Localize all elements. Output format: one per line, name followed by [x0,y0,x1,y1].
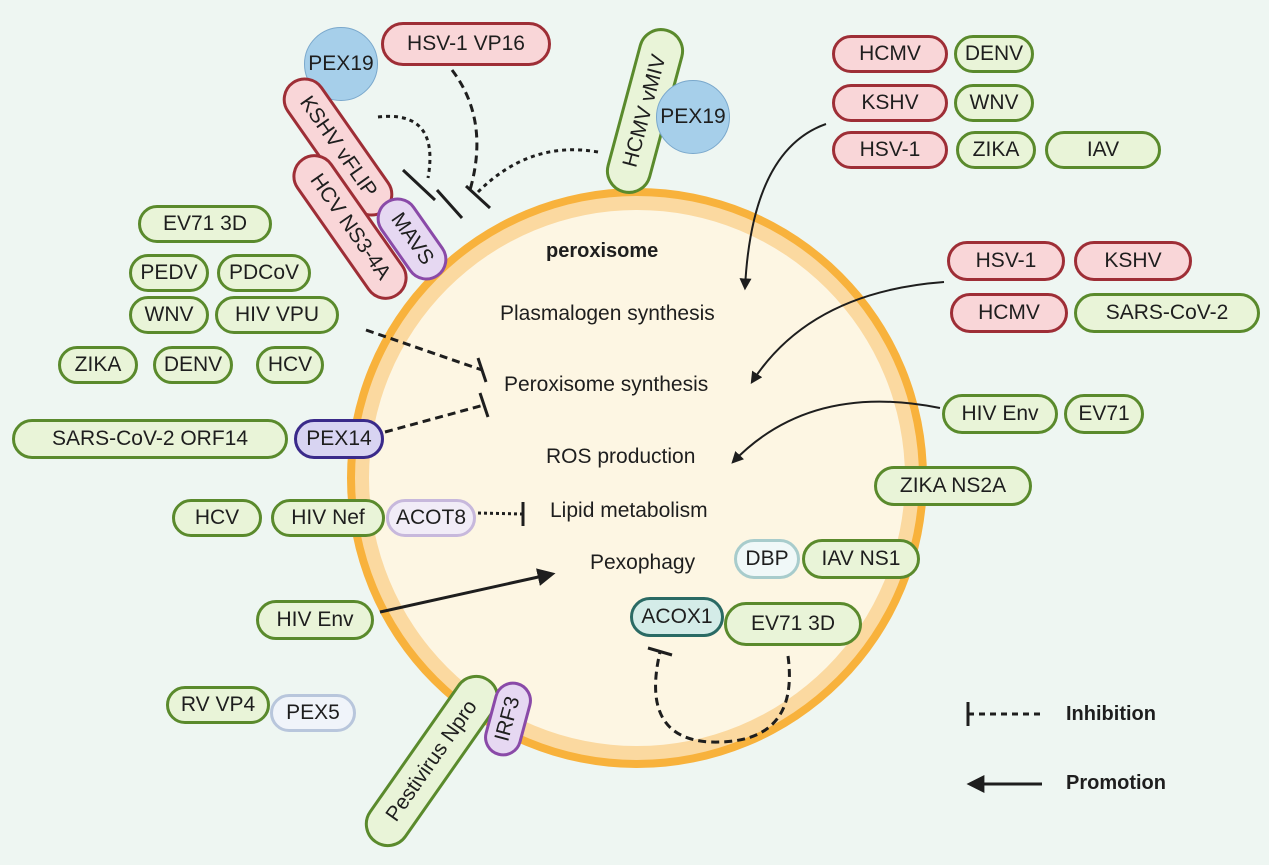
sars-orf14-pill: SARS-CoV-2 ORF14 [12,419,288,459]
process-lipid: Lipid metabolism [550,499,708,522]
hcv-pill: HCV [172,499,262,537]
inhibition-bar [476,357,488,383]
acot8-pill: ACOT8 [386,499,476,537]
inhibition-line-pex19-kshv [377,114,432,179]
promotion-arrow-ros [731,400,941,464]
virus-iav: IAV [1045,131,1161,169]
virus-pdcov: PDCoV [217,254,311,292]
inhibition-line-acot8 [477,511,523,516]
dbp-pill: DBP [734,539,800,579]
process-pexophagy: Pexophagy [590,551,696,574]
inhibition-bar [435,189,464,219]
organelle-title: peroxisome [546,240,659,262]
virus-hsv1: HSV-1 [832,131,948,169]
inhibition-bar [464,184,492,210]
virus-zika-left: ZIKA [58,346,138,384]
inhibition-line-vp16 [450,69,479,191]
virus-hcv-left: HCV [256,346,324,384]
virus-wnv-left: WNV [129,296,209,334]
virus-wnv: WNV [954,84,1034,122]
inhibition-line-ev71-acox1 [654,651,791,744]
rv-vp4-pill: RV VP4 [166,686,270,724]
promotion-arrow-pexophagy [379,568,556,614]
hiv-env-left-pill: HIV Env [256,600,374,640]
virus-ev71-ros: EV71 [1064,394,1144,434]
virus-denv: DENV [954,35,1034,73]
ev71-3d-right-pill: EV71 3D [724,602,862,646]
hsv1-vp16-pill: HSV-1 VP16 [381,22,551,66]
process-ros: ROS production [546,445,696,468]
virus-zika: ZIKA [956,131,1036,169]
virus-sars-cov-2: SARS-CoV-2 [1074,293,1260,333]
virus-kshv-synth: KSHV [1074,241,1192,281]
inhibition-bar [647,646,673,657]
virus-ev71-3d: EV71 3D [138,205,272,243]
hiv-nef-pill: HIV Nef [271,499,385,537]
zika-ns2a-pill: ZIKA NS2A [874,466,1032,506]
inhibition-line-pex14 [384,403,485,434]
virus-pedv: PEDV [129,254,209,292]
acox1-pill: ACOX1 [630,597,724,637]
inhibition-bar [478,392,490,418]
pex19-right-protein: PEX19 [656,80,730,154]
promotion-arrow-plasmalogen [739,123,827,291]
virus-kshv: KSHV [832,84,948,122]
legend-promotion-label: Promotion [1066,772,1166,794]
iav-ns1-pill: IAV NS1 [802,539,920,579]
virus-hcmv-synth: HCMV [950,293,1068,333]
peroxisome-lumen [369,210,905,746]
virus-denv-left: DENV [153,346,233,384]
process-peroxisome-synthesis: Peroxisome synthesis [504,373,709,396]
pex5-pill: PEX5 [270,694,356,732]
inhibition-bar [401,168,437,202]
legend-inhibition-label: Inhibition [1066,703,1156,725]
inhibition-line-group [365,328,483,372]
virus-hiv-env-ros: HIV Env [942,394,1058,434]
promotion-arrow-synthesis [750,281,945,385]
virus-hcmv: HCMV [832,35,948,73]
virus-hsv1-synth: HSV-1 [947,241,1065,281]
inhibition-line-vmiv [476,148,599,194]
pex14-pill: PEX14 [294,419,384,459]
virus-hiv-vpu: HIV VPU [215,296,339,334]
process-plasmalogen: Plasmalogen synthesis [500,302,715,325]
